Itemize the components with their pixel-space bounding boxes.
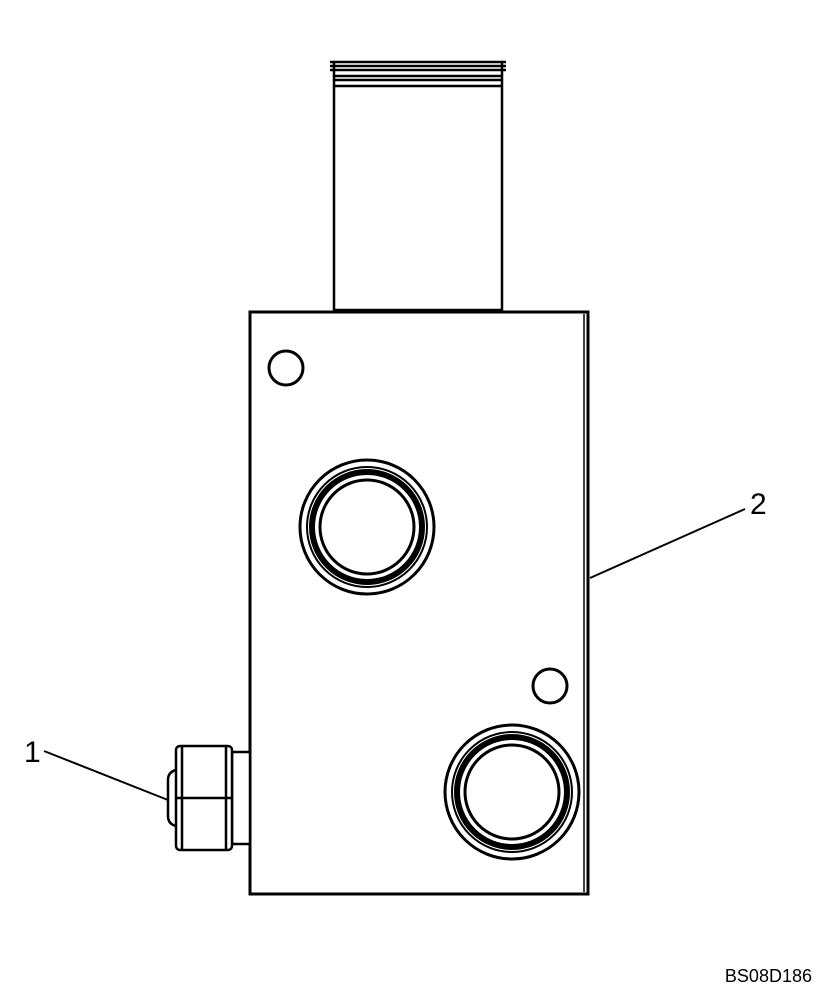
- leader-line-2: [589, 508, 746, 579]
- port-upper: [298, 458, 436, 596]
- mounting-hole-bottom: [531, 667, 569, 705]
- valve-body: [248, 310, 590, 896]
- leader-line-1: [43, 750, 169, 801]
- callout-label-2: 2: [750, 488, 767, 521]
- port-lower: [443, 723, 581, 861]
- callout-label-1: 1: [24, 736, 41, 769]
- mounting-hole-top: [267, 349, 305, 387]
- hex-fitting: [166, 744, 252, 852]
- cartridge-tube: [330, 60, 506, 312]
- reference-code: BS08D186: [725, 966, 812, 986]
